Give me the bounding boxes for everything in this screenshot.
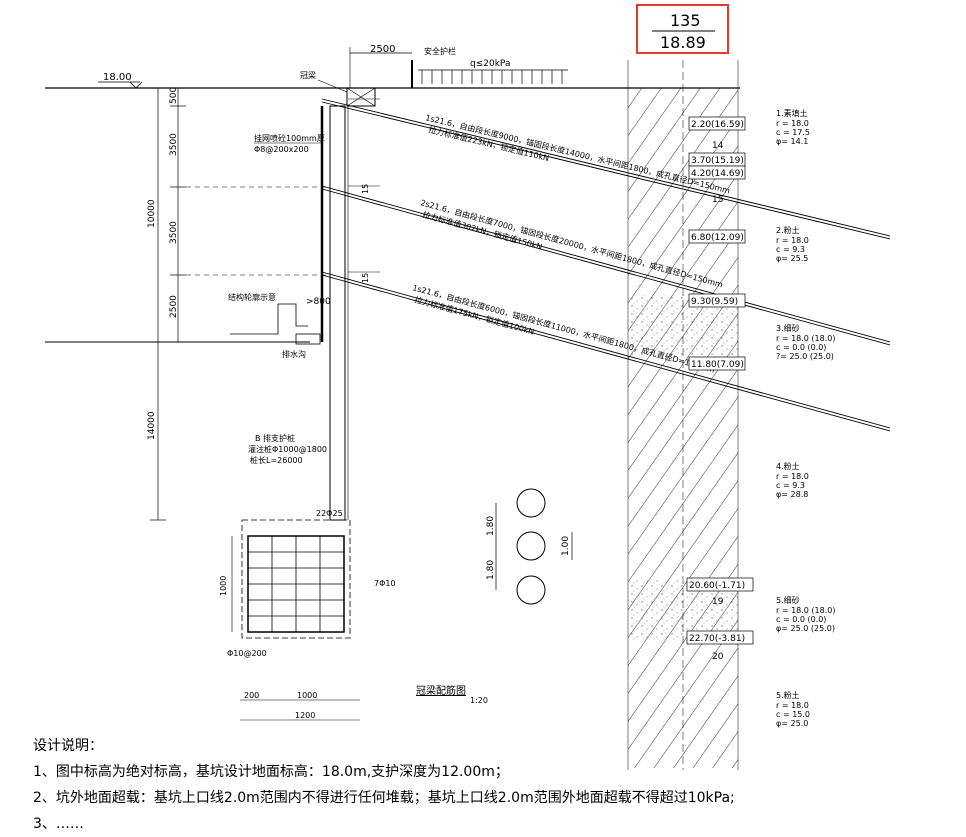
header-bottom-value: 18.89 bbox=[660, 33, 706, 52]
beam-w1: 200 bbox=[244, 691, 259, 700]
pile-circle-1 bbox=[516, 488, 546, 518]
surcharge-arrows bbox=[421, 70, 563, 84]
structure-outline bbox=[230, 303, 308, 335]
svg-text:3.70(15.19): 3.70(15.19) bbox=[691, 156, 744, 166]
drain-label: 排水沟 bbox=[282, 349, 306, 359]
retaining-wall-section-drawing: 18.00 2500 安全护栏 q≤20kPa 冠梁 500 3500 3500… bbox=[45, 11, 891, 770]
beam-stirrup: Φ10@200 bbox=[227, 649, 267, 658]
svg-text:c = 9.3: c = 9.3 bbox=[776, 245, 805, 254]
svg-text:11.80(7.09): 11.80(7.09) bbox=[691, 360, 744, 370]
beam-section-scale: 1:20 bbox=[470, 696, 488, 705]
pile-diameter: 1.00 bbox=[561, 536, 571, 556]
soil-properties: 1.素填土 r = 18.0 c = 17.5 φ= 14.1 2.粉土 r =… bbox=[776, 108, 836, 728]
svg-text:c = 17.5: c = 17.5 bbox=[776, 128, 810, 137]
dim-14000: 14000 bbox=[147, 411, 157, 440]
svg-text:2.20(16.59): 2.20(16.59) bbox=[691, 120, 744, 130]
svg-text:2.粉土: 2.粉土 bbox=[776, 225, 800, 235]
pile-spacing-a: 1.80 bbox=[486, 516, 496, 536]
beam-w2: 1000 bbox=[297, 691, 317, 700]
ground-elevation: 18.00 bbox=[103, 72, 132, 83]
structure-label: 结构轮廓示意 bbox=[228, 292, 276, 302]
svg-text:r = 18.0: r = 18.0 bbox=[776, 119, 809, 128]
notes-title: 设计说明： bbox=[33, 738, 103, 754]
pile-spec: 灌注桩Φ1000@1800 bbox=[248, 444, 327, 454]
svg-text:r = 18.0: r = 18.0 bbox=[776, 472, 809, 481]
anchor-angle-2: 15 bbox=[361, 273, 370, 283]
drain-ditch bbox=[295, 333, 321, 345]
anchors bbox=[321, 98, 891, 432]
beam-height: 1000 bbox=[219, 576, 228, 596]
svg-text:c = 0.0 (0.0): c = 0.0 (0.0) bbox=[776, 343, 826, 352]
fence-label: 安全护栏 bbox=[424, 46, 456, 56]
anchor-angle-1: 15 bbox=[361, 184, 370, 194]
svg-text:φ= 28.8: φ= 28.8 bbox=[776, 490, 808, 499]
beam-w3: 1200 bbox=[295, 711, 315, 720]
beam-section-title: 冠梁配筋图 bbox=[416, 684, 466, 697]
design-notes: 设计说明： 1、图中标高为绝对标高，基坑设计地面标高：18.0m,支护深度为12… bbox=[33, 733, 735, 837]
svg-text:φ= 25.0: φ= 25.0 bbox=[776, 719, 808, 728]
note-2: 2、坑外地面超载：基坑上口线2.0m范围内不得进行任何堆载；基坑上口线2.0m范… bbox=[33, 790, 735, 806]
svg-text:9.30(9.59): 9.30(9.59) bbox=[691, 297, 738, 307]
svg-text:r = 18.0: r = 18.0 bbox=[776, 236, 809, 245]
svg-text:c = 0.0 (0.0): c = 0.0 (0.0) bbox=[776, 615, 826, 624]
svg-text:20: 20 bbox=[712, 652, 724, 662]
crown-beam bbox=[346, 87, 376, 107]
svg-text:r = 18.0: r = 18.0 bbox=[776, 701, 809, 710]
svg-text:c = 15.0: c = 15.0 bbox=[776, 710, 810, 719]
pile-circle-2 bbox=[516, 531, 546, 561]
svg-text:19: 19 bbox=[712, 597, 724, 607]
surcharge-label: q≤20kPa bbox=[470, 59, 510, 69]
highlight-box bbox=[636, 4, 729, 54]
beam-section-outline bbox=[241, 519, 351, 639]
dim-3500-a: 3500 bbox=[169, 133, 179, 156]
note-1: 1、图中标高为绝对标高，基坑设计地面标高：18.0m,支护深度为12.00m； bbox=[33, 764, 509, 780]
svg-text:φ= 25.5: φ= 25.5 bbox=[776, 254, 808, 263]
dim-10000: 10000 bbox=[147, 199, 157, 228]
note-3: 3、…… bbox=[33, 816, 84, 832]
svg-text:20.60(-1.71): 20.60(-1.71) bbox=[689, 581, 745, 591]
svg-text:14: 14 bbox=[712, 141, 724, 151]
dim-500: 500 bbox=[169, 87, 179, 104]
pile-length: 桩长L=26000 bbox=[250, 455, 303, 465]
svg-text:c = 9.3: c = 9.3 bbox=[776, 481, 805, 490]
beam-top-bar: 22Φ25 bbox=[316, 509, 343, 518]
svg-text:6.80(12.09): 6.80(12.09) bbox=[691, 233, 744, 243]
svg-text:15: 15 bbox=[712, 195, 723, 205]
beam-side-bar: 7Φ10 bbox=[374, 579, 396, 588]
svg-text:4.粉土: 4.粉土 bbox=[776, 461, 800, 471]
svg-text:3.细砂: 3.细砂 bbox=[776, 323, 800, 333]
svg-text:5.细砂: 5.细砂 bbox=[776, 595, 800, 605]
svg-text:?= 25.0 (25.0): ?= 25.0 (25.0) bbox=[776, 352, 834, 361]
support-pile bbox=[329, 105, 346, 521]
svg-text:r = 18.0 (18.0): r = 18.0 (18.0) bbox=[776, 334, 836, 343]
offset-800: >800 bbox=[306, 297, 331, 307]
shotcrete-mesh: Φ8@200x200 bbox=[254, 145, 309, 154]
soil-levels: 2.20(16.59) 14 3.70(15.19) 4.20(14.69) 1… bbox=[686, 116, 754, 662]
offset-dim: 2500 bbox=[370, 44, 395, 55]
svg-text:22.70(-3.81): 22.70(-3.81) bbox=[689, 634, 745, 644]
svg-text:r = 18.0 (18.0): r = 18.0 (18.0) bbox=[776, 606, 836, 615]
dim-3500-b: 3500 bbox=[169, 221, 179, 244]
header-top-value: 135 bbox=[670, 11, 701, 30]
pile-type: B 排支护桩 bbox=[255, 433, 295, 443]
pile-spacing-b: 1.80 bbox=[486, 560, 496, 580]
svg-text:4.20(14.69): 4.20(14.69) bbox=[691, 169, 744, 179]
pile-circle-3 bbox=[516, 575, 546, 605]
dim-2500: 2500 bbox=[169, 295, 179, 318]
svg-text:5.粉土: 5.粉土 bbox=[776, 690, 800, 700]
svg-text:φ= 14.1: φ= 14.1 bbox=[776, 137, 808, 146]
shotcrete-label: 挂网喷砼100mm厚 bbox=[254, 133, 325, 143]
svg-text:1.素填土: 1.素填土 bbox=[776, 108, 808, 118]
crown-beam-label: 冠梁 bbox=[300, 71, 316, 80]
svg-text:φ= 25.0 (25.0): φ= 25.0 (25.0) bbox=[776, 624, 835, 633]
